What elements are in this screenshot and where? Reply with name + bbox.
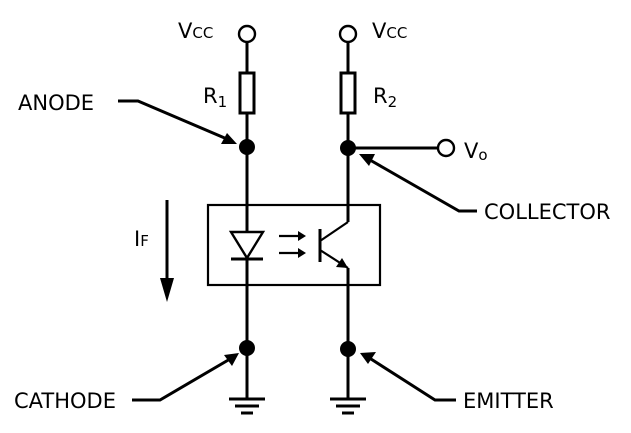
anode-callout-line: [118, 99, 228, 141]
led-diode-icon: [228, 230, 266, 261]
phototransistor-icon: [318, 205, 350, 285]
collector-callout-line: [369, 158, 477, 213]
vcc-right-terminal: [338, 24, 358, 44]
cathode-node: [239, 340, 255, 356]
if-label: IF: [134, 227, 149, 251]
emitter-label: EMITTER: [463, 389, 554, 413]
collector-label: COLLECTOR: [484, 200, 610, 224]
anode-label: ANODE: [18, 91, 94, 115]
ground-right-icon: [330, 397, 366, 415]
vcc-left-label: VCC: [178, 19, 213, 43]
vo-terminal: [436, 138, 456, 158]
anode-callout-arrowhead: [221, 133, 237, 144]
anode-node: [239, 139, 255, 155]
emitter-callout-line: [370, 357, 456, 402]
light-arrows-icon: [279, 231, 306, 258]
optocoupler-package: [206, 203, 382, 287]
emitter-callout-arrowhead: [360, 352, 376, 364]
cathode-callout-line: [132, 357, 231, 402]
vcc-right-label: VCC: [372, 19, 407, 43]
vo-label: Vo: [464, 139, 488, 164]
cathode-label: CATHODE: [14, 389, 116, 413]
cathode-callout-arrowhead: [224, 353, 239, 366]
r1-label: R1: [203, 84, 227, 111]
resistor-r1: [238, 71, 256, 115]
forward-current-arrow-icon: [160, 200, 174, 302]
r2-label: R2: [373, 84, 397, 111]
collector-callout-arrowhead: [359, 154, 375, 166]
ground-left-icon: [229, 397, 265, 415]
vcc-left-terminal: [237, 24, 257, 44]
emitter-node: [340, 341, 356, 357]
resistor-r2: [339, 71, 357, 115]
